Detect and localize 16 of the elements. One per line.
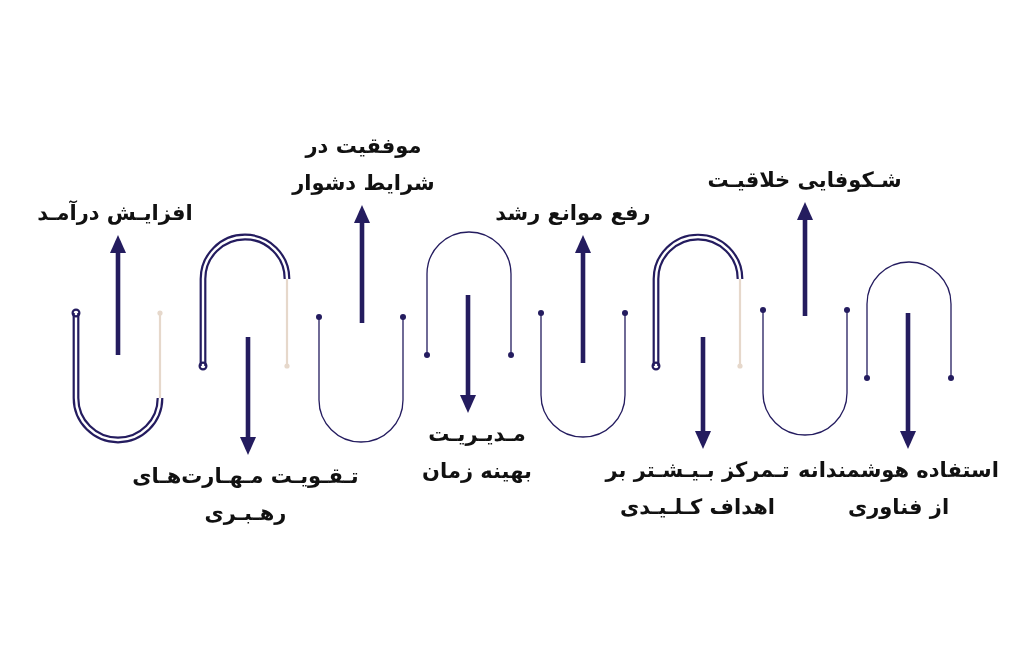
benefit-label: افزایـش درآمـد xyxy=(36,195,194,232)
arrow xyxy=(797,202,813,316)
arrow xyxy=(354,205,370,323)
arrow xyxy=(900,313,916,449)
benefit-label: تـقـویـت مـهـارت‌هـای رهـبـری xyxy=(131,458,360,532)
benefit-label: مـدیـریـت بهینه زمان xyxy=(421,416,533,490)
benefit-label: تـمرکز بـیـشـتر بر اهداف کـلـیـدی xyxy=(604,452,791,526)
benefit-label: موفقیت در شرایط دشوار xyxy=(291,128,436,202)
arrow xyxy=(110,235,126,355)
arrow xyxy=(695,337,711,449)
arrow xyxy=(240,337,256,455)
benefit-label: رفع موانع رشد xyxy=(494,195,652,232)
benefit-label: شـکوفایی خلاقیـت xyxy=(706,162,903,199)
arrow xyxy=(575,235,591,363)
arrow xyxy=(460,295,476,413)
benefit-label: استفاده هوشمندانه از فناوری xyxy=(797,452,1000,526)
